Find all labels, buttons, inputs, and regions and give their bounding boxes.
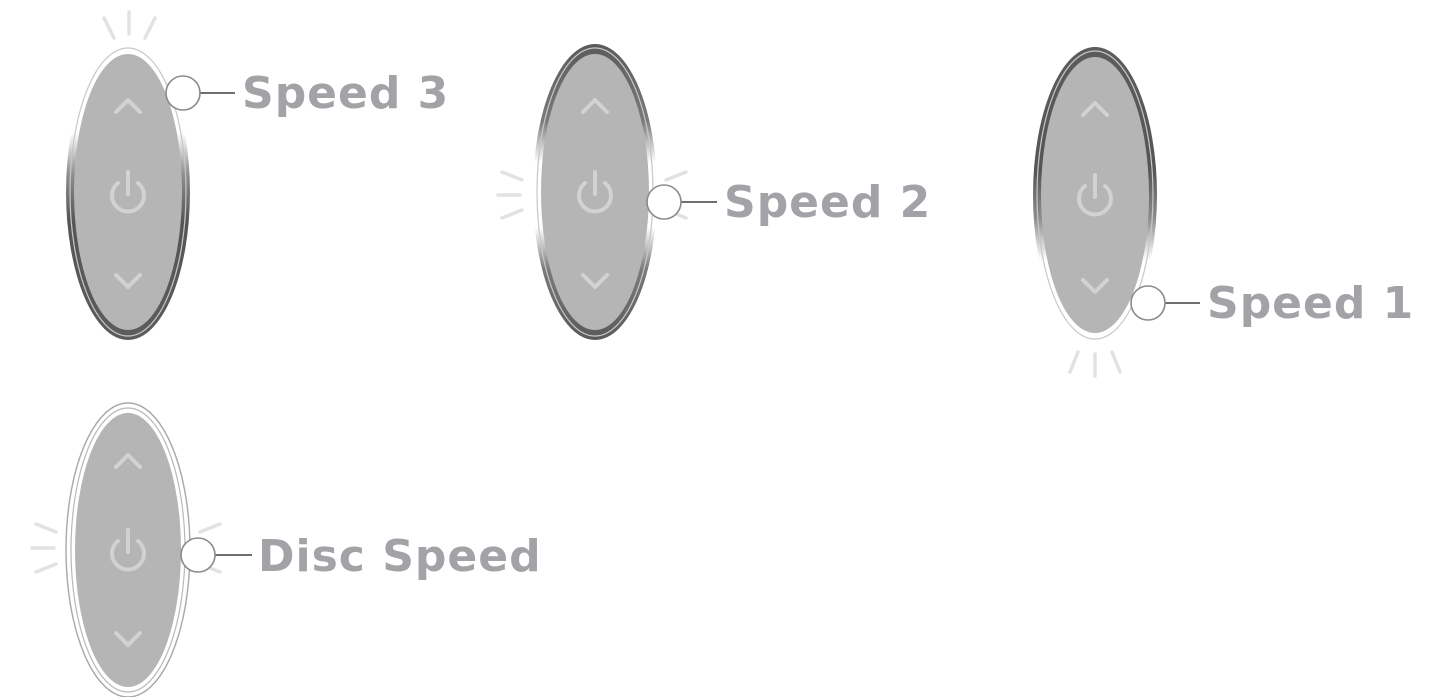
glow-rays-top — [102, 10, 157, 40]
callout-marker — [1130, 285, 1166, 321]
chevron-up-icon[interactable] — [114, 98, 142, 114]
callout-marker — [180, 537, 216, 573]
glow-rays-bottom — [1068, 350, 1122, 378]
speed-3-label: Speed 3 — [242, 68, 449, 119]
power-icon[interactable] — [110, 170, 146, 214]
glow-rays-left — [496, 170, 524, 220]
disc-speed-control: Disc Speed — [30, 402, 542, 697]
disc-speed-label: Disc Speed — [258, 531, 542, 582]
speed-1-label: Speed 1 — [1207, 278, 1414, 329]
speed-2-control: Speed 2 — [496, 44, 931, 340]
glow-rays-left — [30, 522, 58, 574]
speed-1-control: Speed 1 — [1033, 47, 1414, 378]
chevron-down-icon[interactable] — [114, 631, 142, 647]
power-icon[interactable] — [1077, 173, 1113, 217]
callout-marker — [646, 184, 682, 220]
chevron-down-icon[interactable] — [1081, 278, 1109, 294]
chevron-down-icon[interactable] — [114, 273, 142, 289]
chevron-down-icon[interactable] — [581, 273, 609, 289]
chevron-up-icon[interactable] — [1081, 101, 1109, 117]
power-icon[interactable] — [577, 170, 613, 214]
speed-2-label: Speed 2 — [724, 177, 931, 228]
power-icon[interactable] — [110, 528, 146, 572]
chevron-up-icon[interactable] — [581, 98, 609, 114]
chevron-up-icon[interactable] — [114, 453, 142, 469]
callout-marker — [165, 75, 201, 111]
speed-3-control: Speed 3 — [66, 10, 449, 340]
